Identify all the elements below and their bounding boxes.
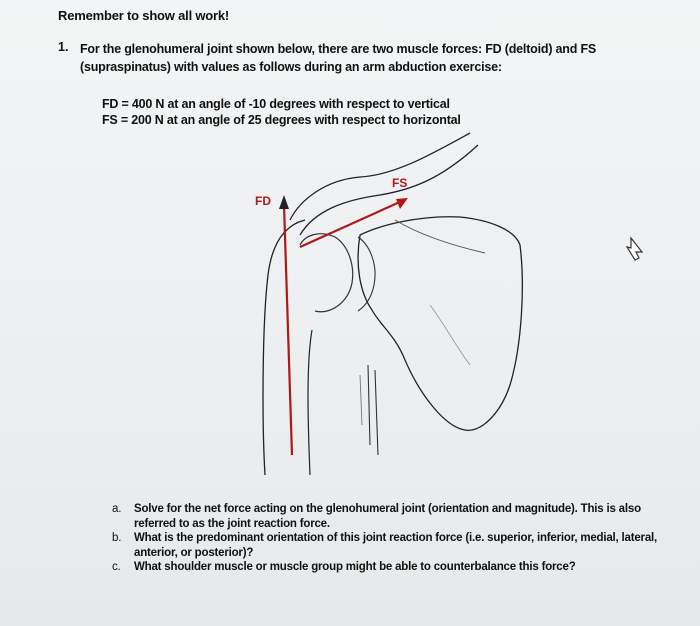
humerus-inner (307, 329, 313, 476)
fd-force-line (282, 204, 294, 456)
part-a-text: Solve for the net force acting on the gl… (134, 503, 641, 530)
fs-label: FS (392, 176, 407, 190)
muscle-line-1 (367, 364, 371, 446)
muscle-line-2 (374, 369, 379, 456)
question-text: For the glenohumeral joint shown below, … (80, 42, 597, 74)
part-c-text: What shoulder muscle or muscle group mig… (134, 561, 576, 573)
part-b-text: What is the predominant orientation of t… (134, 532, 658, 559)
acromion-outline (299, 144, 479, 236)
part-a-label: a. (112, 503, 122, 515)
fs-force-line (299, 199, 403, 249)
fd-arrowhead (279, 195, 289, 209)
part-c-label: c. (112, 561, 121, 573)
part-a: a. Solve for the net force acting on the… (112, 502, 682, 531)
scapula-detail (429, 304, 471, 366)
scapula-outline (357, 216, 523, 431)
humerus-outline (262, 219, 306, 476)
fs-arrowhead (396, 198, 408, 209)
fd-label: FD (255, 194, 271, 208)
part-c: c. What shoulder muscle or muscle group … (112, 560, 682, 575)
fs-given-line: FS = 200 N at an angle of 25 degrees wit… (102, 113, 461, 127)
shoulder-diagram: FS FD (255, 132, 644, 476)
pointer-cursor-icon (625, 236, 644, 261)
scapula-spine (394, 219, 486, 254)
glenoid (357, 236, 376, 312)
page-heading: Remember to show all work! (58, 8, 230, 23)
part-b-label: b. (112, 532, 122, 544)
muscle-line-3 (359, 374, 363, 426)
sub-questions: a. Solve for the net force acting on the… (112, 502, 682, 575)
fd-given-line: FD = 400 N at an angle of -10 degrees wi… (102, 97, 450, 111)
given-values: FD = 400 N at an angle of -10 degrees wi… (102, 96, 461, 128)
question-number: 1. (58, 40, 69, 54)
clavicle-outline (289, 132, 471, 221)
humeral-head (299, 233, 354, 313)
part-b: b. What is the predominant orientation o… (112, 531, 682, 560)
